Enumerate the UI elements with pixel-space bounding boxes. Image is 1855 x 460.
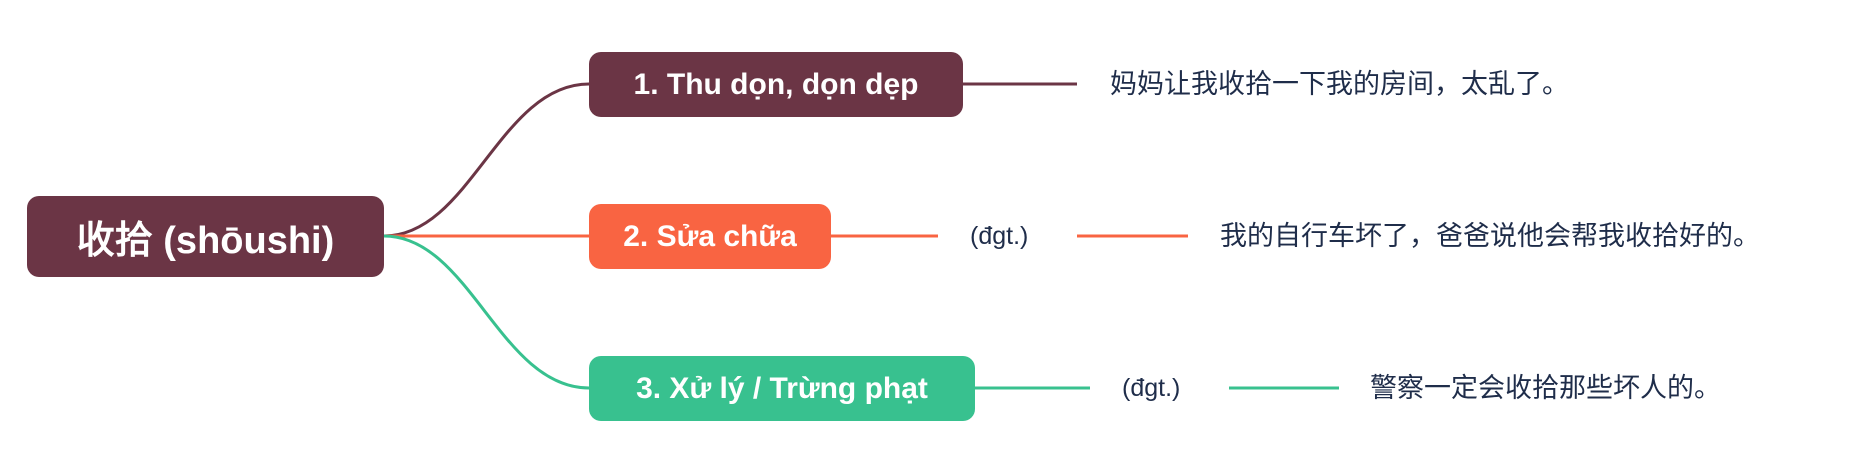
link-root-branch-3 <box>383 234 590 390</box>
part-of-speech-3[interactable]: (đgt.) <box>1122 374 1181 402</box>
branch-node-1[interactable]: 1. Thu dọn, dọn dẹp <box>589 52 963 117</box>
example-sentence-1[interactable]: 妈妈让我收拾一下我的房间，太乱了。 <box>1110 69 1569 99</box>
branch-node-3[interactable]: 3. Xử lý / Trừng phạt <box>589 356 975 421</box>
root-node[interactable]: 收拾 (shōushi) <box>27 196 384 277</box>
example-sentence-2[interactable]: 我的自行车坏了，爸爸说他会帮我收拾好的。 <box>1220 221 1760 251</box>
link-root-branch-1 <box>383 82 590 238</box>
example-sentence-3[interactable]: 警察一定会收拾那些坏人的。 <box>1370 373 1721 403</box>
branch-node-2[interactable]: 2. Sửa chữa <box>589 204 831 269</box>
part-of-speech-2[interactable]: (đgt.) <box>970 222 1029 250</box>
